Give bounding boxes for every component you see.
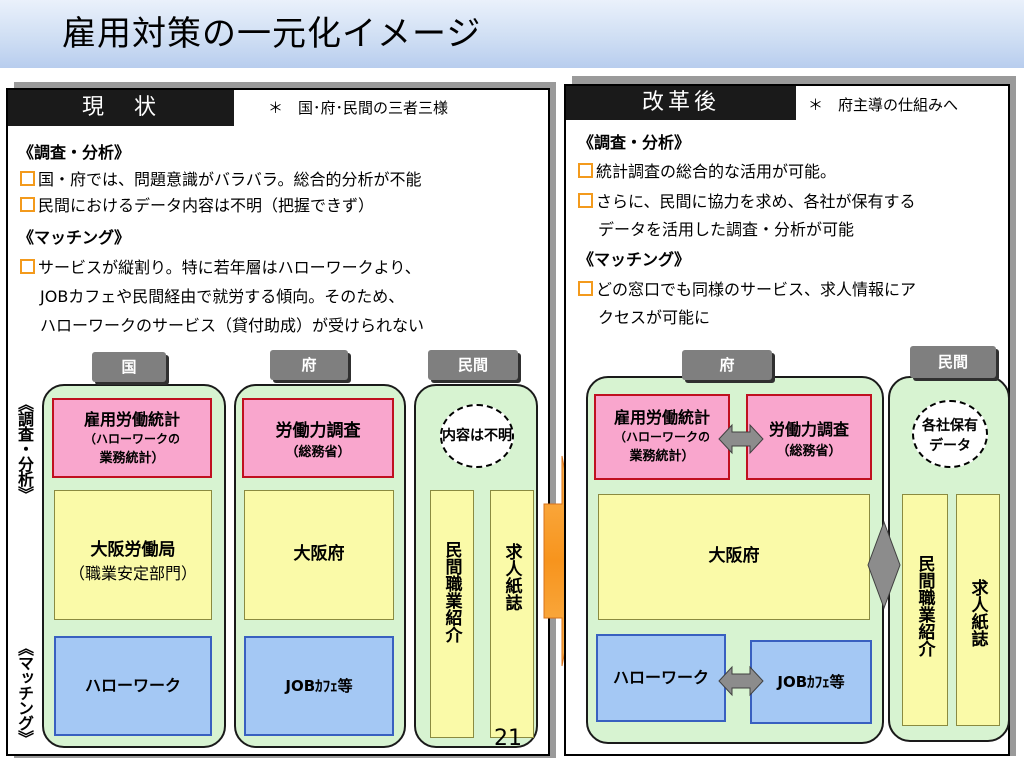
right-tab-fu: 府 bbox=[682, 350, 772, 380]
right-bullet-2-cont: データを活用した調査・分析が可能 bbox=[598, 220, 855, 239]
left-bullet-3: サービスが縦割り。特に若年層はハローワークより、 bbox=[20, 255, 421, 280]
left-panel-note: ＊ 国･府･民間の三者三様 bbox=[268, 99, 449, 117]
left-bullet-3-cont-2: ハローワークのサービス（貸付助成）が受けられない bbox=[40, 316, 425, 335]
left-bullet-3-cont-1: JOBカフェや民間経由で就労する傾向。そのため、 bbox=[40, 287, 405, 306]
bullet-square-icon bbox=[20, 259, 35, 274]
right-panel-note: ＊ 府主導の仕組みへ bbox=[808, 96, 959, 114]
right-panel-heading: 改革後 bbox=[566, 86, 796, 120]
box-job-cafe: JOBｶﾌｪ等 bbox=[244, 636, 394, 736]
bar-private-placement: 民間職業紹介 bbox=[430, 490, 474, 738]
bullet-square-icon bbox=[20, 197, 35, 212]
right-bullet-1: 統計調査の総合的な活用が可能。 bbox=[578, 159, 836, 184]
vertical-double-arrow-icon bbox=[867, 520, 901, 610]
tab-kuni: 国 bbox=[92, 352, 166, 382]
left-section-analysis-label: 《調査・分析》 bbox=[18, 143, 131, 162]
right-section-matching-label: 《マッチング》 bbox=[578, 250, 691, 269]
right-box-employment-stats: 雇用労働統計 （ハローワークの 業務統計） bbox=[594, 394, 730, 480]
tab-fu: 府 bbox=[270, 350, 348, 380]
page-number: 21 bbox=[494, 726, 522, 751]
bullet-square-icon bbox=[20, 171, 35, 186]
left-section-matching-label: 《マッチング》 bbox=[18, 228, 131, 247]
tab-minkan: 民間 bbox=[428, 350, 518, 380]
company-data-circle: 各社保有 データ bbox=[912, 400, 988, 468]
bullet-square-icon bbox=[578, 193, 593, 208]
double-arrow-icon bbox=[718, 665, 764, 697]
left-panel-heading: 現 状 bbox=[8, 90, 234, 126]
right-box-osaka-prefecture: 大阪府 bbox=[598, 494, 870, 620]
bullet-square-icon bbox=[578, 281, 593, 296]
right-box-labor-force-survey: 労働力調査 （総務省） bbox=[746, 394, 872, 480]
title-band bbox=[0, 0, 1024, 68]
page-title: 雇用対策の一元化イメージ bbox=[62, 14, 482, 54]
right-bullet-3-cont: クセスが可能に bbox=[598, 308, 711, 327]
right-bar-private-placement: 民間職業紹介 bbox=[902, 494, 948, 726]
bar-job-magazines: 求人紙誌 bbox=[490, 490, 534, 738]
box-osaka-prefecture: 大阪府 bbox=[244, 490, 394, 620]
box-hello-work: ハローワーク bbox=[54, 636, 212, 736]
box-labor-force-survey: 労働力調査 （総務省） bbox=[242, 398, 394, 478]
box-osaka-labor-bureau: 大阪労働局 （職業安定部門） bbox=[54, 490, 212, 620]
left-bullet-2: 民間におけるデータ内容は不明（把握できず） bbox=[20, 193, 374, 218]
right-tab-minkan: 民間 bbox=[910, 346, 996, 378]
left-bullet-1: 国・府では、問題意識がバラバラ。総合的分析が不能 bbox=[20, 167, 422, 192]
unknown-data-circle: 内容は不明 bbox=[440, 404, 514, 468]
right-bullet-2: さらに、民間に協力を求め、各社が保有する bbox=[578, 189, 916, 214]
bullet-square-icon bbox=[578, 163, 593, 178]
box-employment-stats: 雇用労働統計 （ハローワークの 業務統計） bbox=[52, 398, 212, 478]
right-box-job-cafe: JOBｶﾌｪ等 bbox=[750, 640, 872, 724]
right-bar-job-magazines: 求人紙誌 bbox=[956, 494, 1000, 726]
double-arrow-icon bbox=[718, 423, 764, 455]
right-section-analysis-label: 《調査・分析》 bbox=[578, 133, 691, 152]
right-box-hello-work: ハローワーク bbox=[596, 634, 726, 722]
side-label-matching: 《マッチング》 bbox=[15, 640, 34, 745]
side-label-analysis: 《調査・分析》 bbox=[15, 396, 34, 501]
right-bullet-3: どの窓口でも同様のサービス、求人情報にア bbox=[578, 277, 916, 302]
